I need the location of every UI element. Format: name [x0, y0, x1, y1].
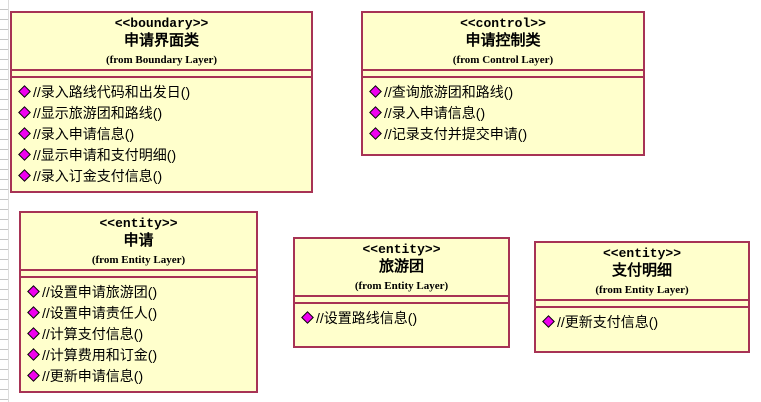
class-box-boundary-application-ui[interactable]: <<boundary>> 申请界面类 (from Boundary Layer)…	[10, 11, 313, 193]
name-compartment: <<entity>> 申请 (from Entity Layer)	[21, 213, 256, 271]
class-box-entity-application[interactable]: <<entity>> 申请 (from Entity Layer) //设置申请…	[19, 211, 258, 393]
stereotype-label: <<boundary>>	[114, 16, 209, 31]
operation-row: //显示旅游团和路线()	[18, 102, 311, 123]
name-compartment: <<entity>> 旅游团 (from Entity Layer)	[295, 239, 508, 297]
class-box-entity-tour-group[interactable]: <<entity>> 旅游团 (from Entity Layer) //设置路…	[293, 237, 510, 348]
attributes-compartment	[295, 297, 508, 304]
operation-diamond-icon	[18, 85, 31, 98]
operation-label: //计算支付信息()	[42, 325, 144, 342]
operation-label: //计算费用和订金()	[42, 346, 158, 363]
left-ruler-strip	[0, 0, 9, 402]
operation-label: //录入申请信息()	[384, 104, 486, 121]
from-package-label: (from Entity Layer)	[354, 280, 449, 292]
from-package-label: (from Boundary Layer)	[105, 54, 217, 66]
name-compartment: <<entity>> 支付明细 (from Entity Layer)	[536, 243, 748, 301]
operation-label: //更新申请信息()	[42, 367, 144, 384]
attributes-compartment	[21, 271, 256, 278]
attributes-compartment	[363, 71, 643, 78]
operations-compartment: //更新支付信息()	[536, 308, 748, 351]
operation-label: //查询旅游团和路线()	[384, 83, 514, 100]
from-package-label: (from Control Layer)	[452, 54, 554, 66]
operation-diamond-icon	[18, 106, 31, 119]
operation-diamond-icon	[369, 127, 382, 140]
operation-row: //设置申请旅游团()	[27, 281, 256, 302]
operation-diamond-icon	[27, 285, 40, 298]
stereotype-label: <<entity>>	[362, 242, 441, 257]
operation-label: //录入申请信息()	[33, 125, 135, 142]
operations-compartment: //设置路线信息()	[295, 304, 508, 346]
operation-label: //录入订金支付信息()	[33, 167, 163, 184]
class-name: 支付明细	[611, 262, 672, 279]
operation-label: //记录支付并提交申请()	[384, 125, 528, 142]
operation-label: //更新支付信息()	[557, 313, 659, 330]
operation-diamond-icon	[18, 148, 31, 161]
operation-label: //显示申请和支付明细()	[33, 146, 177, 163]
operation-row: //显示申请和支付明细()	[18, 144, 311, 165]
operation-diamond-icon	[18, 169, 31, 182]
operation-label: //设置申请旅游团()	[42, 283, 158, 300]
class-name: 旅游团	[378, 258, 424, 275]
operation-diamond-icon	[27, 327, 40, 340]
from-package-label: (from Entity Layer)	[595, 284, 689, 296]
operation-row: //设置申请责任人()	[27, 302, 256, 323]
operation-label: //录入路线代码和出发日()	[33, 83, 191, 100]
from-package-label: (from Entity Layer)	[91, 254, 186, 266]
stereotype-label: <<control>>	[460, 16, 546, 31]
operation-diamond-icon	[27, 306, 40, 319]
operation-diamond-icon	[301, 311, 314, 324]
class-box-control-application[interactable]: <<control>> 申请控制类 (from Control Layer) /…	[361, 11, 645, 156]
class-name: 申请控制类	[465, 32, 541, 49]
attributes-compartment	[536, 301, 748, 308]
operation-row: //录入申请信息()	[369, 102, 643, 123]
operation-row: //更新申请信息()	[27, 365, 256, 386]
operation-row: //更新支付信息()	[542, 311, 748, 332]
class-box-entity-payment-detail[interactable]: <<entity>> 支付明细 (from Entity Layer) //更新…	[534, 241, 750, 353]
operation-row: //录入路线代码和出发日()	[18, 81, 311, 102]
operation-label: //显示旅游团和路线()	[33, 104, 163, 121]
class-name: 申请	[123, 232, 154, 249]
operation-row: //计算支付信息()	[27, 323, 256, 344]
operation-diamond-icon	[542, 315, 555, 328]
operation-row: //计算费用和订金()	[27, 344, 256, 365]
operations-compartment: //设置申请旅游团() //设置申请责任人() //计算支付信息() //计算费用和订…	[21, 278, 256, 391]
operation-row: //记录支付并提交申请()	[369, 123, 643, 144]
operation-label: //设置申请责任人()	[42, 304, 158, 321]
stereotype-label: <<entity>>	[602, 246, 681, 261]
operation-label: //设置路线信息()	[316, 309, 418, 326]
operations-compartment: //录入路线代码和出发日() //显示旅游团和路线() //录入申请信息() //显示…	[12, 78, 311, 191]
operation-row: //录入申请信息()	[18, 123, 311, 144]
operation-diamond-icon	[27, 369, 40, 382]
name-compartment: <<control>> 申请控制类 (from Control Layer)	[363, 13, 643, 71]
class-name: 申请界面类	[123, 32, 199, 49]
operations-compartment: //查询旅游团和路线() //录入申请信息() //记录支付并提交申请()	[363, 78, 643, 154]
operation-diamond-icon	[369, 85, 382, 98]
attributes-compartment	[12, 71, 311, 78]
operation-row: //设置路线信息()	[301, 307, 508, 328]
operation-diamond-icon	[18, 127, 31, 140]
name-compartment: <<boundary>> 申请界面类 (from Boundary Layer)	[12, 13, 311, 71]
operation-row: //录入订金支付信息()	[18, 165, 311, 186]
operation-diamond-icon	[27, 348, 40, 361]
operation-diamond-icon	[369, 106, 382, 119]
operation-row: //查询旅游团和路线()	[369, 81, 643, 102]
stereotype-label: <<entity>>	[99, 216, 178, 231]
